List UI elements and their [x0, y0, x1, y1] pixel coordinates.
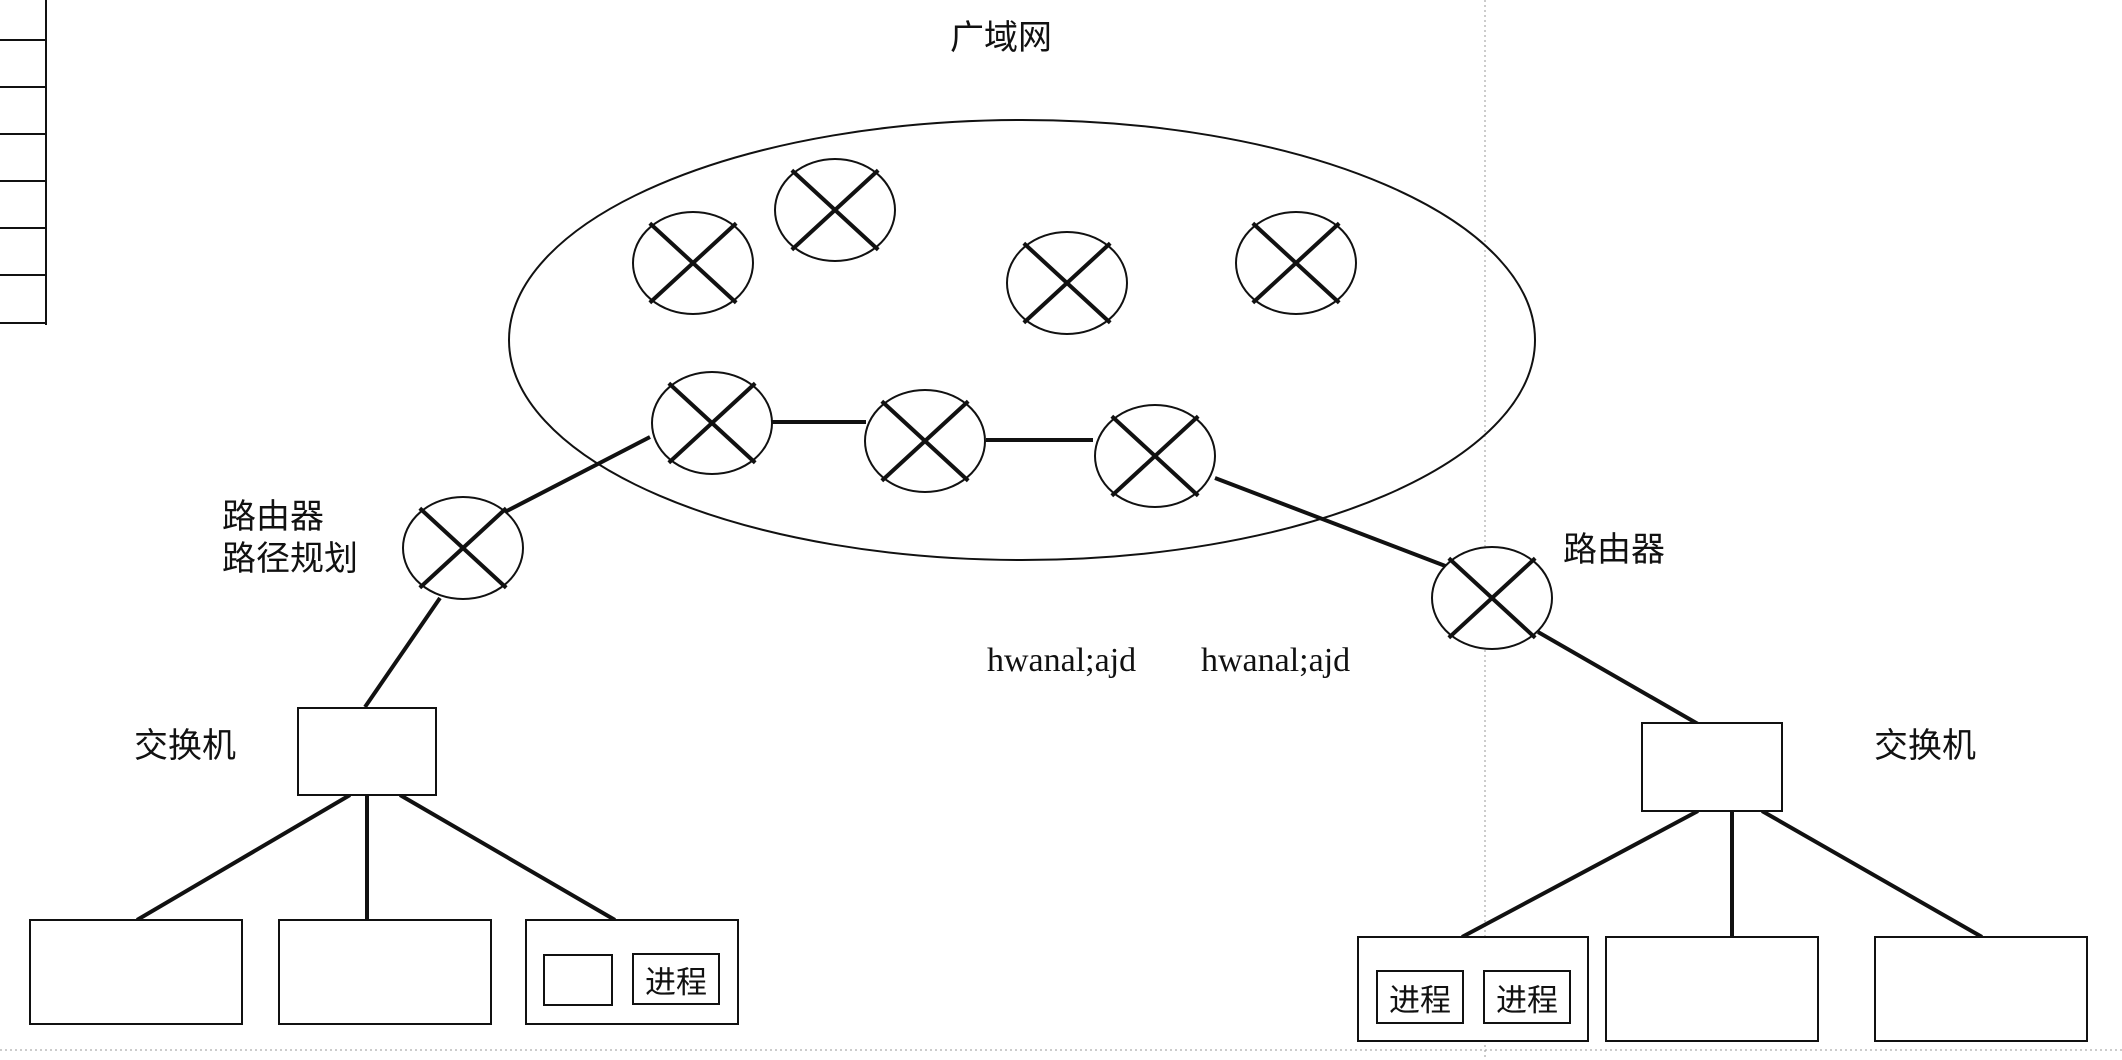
- edge-router-right-icon: [1431, 546, 1553, 650]
- annotation-b: hwanal;ajd: [1201, 642, 1351, 679]
- router-left-label-1: 路由器: [222, 497, 324, 537]
- process-box-host4-a: 进程: [1376, 970, 1464, 1024]
- wan-router-7-icon: [1094, 404, 1216, 508]
- switch-right-label: 交换机: [1874, 726, 1976, 766]
- process-box-host3: 进程: [632, 953, 720, 1005]
- wan-router-3-icon: [1006, 231, 1128, 335]
- annotation-a: hwanal;ajd: [987, 642, 1137, 679]
- switch-left-label: 交换机: [134, 726, 236, 766]
- wan-router-2-icon: [774, 158, 896, 262]
- switch-right-box: [1641, 722, 1783, 812]
- wan-router-6-icon: [864, 389, 986, 493]
- host-box-2: [278, 919, 492, 1025]
- host-box-1: [29, 919, 243, 1025]
- router-left-label-2: 路径规划: [222, 539, 358, 579]
- process-box-host4-b: 进程: [1483, 970, 1571, 1024]
- wan-router-4-icon: [1235, 211, 1357, 315]
- host-box-5: [1605, 936, 1819, 1042]
- wan-label: 广域网: [950, 18, 1052, 58]
- wan-router-1-icon: [632, 211, 754, 315]
- edge-router-left-icon: [402, 496, 524, 600]
- wan-cloud: [508, 119, 1536, 561]
- router-right-label: 路由器: [1563, 530, 1665, 570]
- switch-left-box: [297, 707, 437, 796]
- ruler-fragment: [0, 0, 47, 325]
- host-box-6: [1874, 936, 2088, 1042]
- connections: [135, 420, 1983, 939]
- router-nodes: [402, 158, 1553, 650]
- host-box-3-empty-slot: [543, 954, 613, 1006]
- wan-router-5-icon: [651, 371, 773, 475]
